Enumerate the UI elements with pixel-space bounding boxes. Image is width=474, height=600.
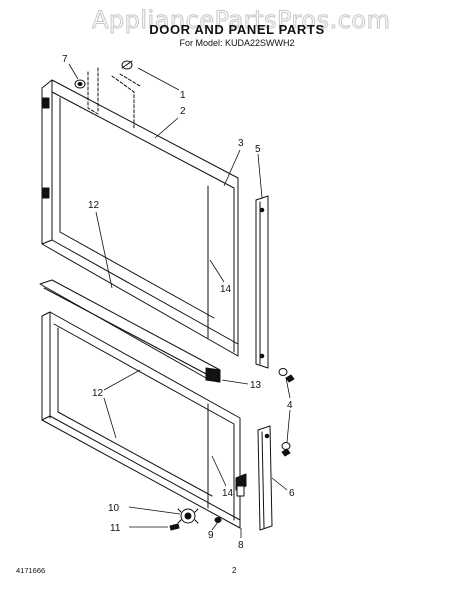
- callout-12-upper: 12: [88, 200, 100, 211]
- door-gasket: [39, 279, 221, 383]
- callout-3: 3: [238, 138, 244, 149]
- screws-4: [278, 368, 295, 457]
- document-number: 4171666: [16, 566, 46, 575]
- callout-5: 5: [255, 144, 261, 155]
- door-spring-cam: [177, 508, 199, 524]
- callout-14-upper: 14: [220, 284, 232, 295]
- callout-14-lower: 14: [222, 488, 234, 499]
- hinge-clip-8: [236, 485, 245, 529]
- bracket-9: [214, 517, 222, 523]
- upper-door-panel: [41, 79, 239, 357]
- model-subtitle: For Model: KUDA22SWWH2: [179, 38, 295, 48]
- callout-8: 8: [238, 540, 244, 551]
- callout-2: 2: [180, 106, 186, 117]
- callout-labels: 1 2 3 5 7 12 14 13 4 12 14 6 10 11 9 8: [62, 54, 295, 551]
- page-number: 2: [232, 566, 237, 575]
- callout-4: 4: [287, 400, 293, 411]
- side-trim-lower: [257, 425, 273, 531]
- callout-1: 1: [180, 90, 186, 101]
- callout-13: 13: [250, 380, 262, 391]
- callout-7: 7: [62, 54, 68, 65]
- callout-6: 6: [289, 488, 295, 499]
- side-trim-upper: [255, 195, 269, 369]
- callout-9: 9: [208, 530, 214, 541]
- callout-11: 11: [110, 523, 121, 534]
- callout-12-lower: 12: [92, 388, 104, 399]
- page-title: DOOR AND PANEL PARTS: [149, 22, 325, 37]
- screw-11: [169, 523, 180, 531]
- watermark: AppliancePartsPros.com: [92, 6, 391, 35]
- callout-10: 10: [108, 503, 120, 514]
- screw-1: [121, 60, 133, 70]
- top-bracket: [87, 67, 141, 129]
- lower-door-panel: [41, 311, 247, 529]
- screw-7: [74, 79, 86, 89]
- leader-lines: [68, 63, 291, 538]
